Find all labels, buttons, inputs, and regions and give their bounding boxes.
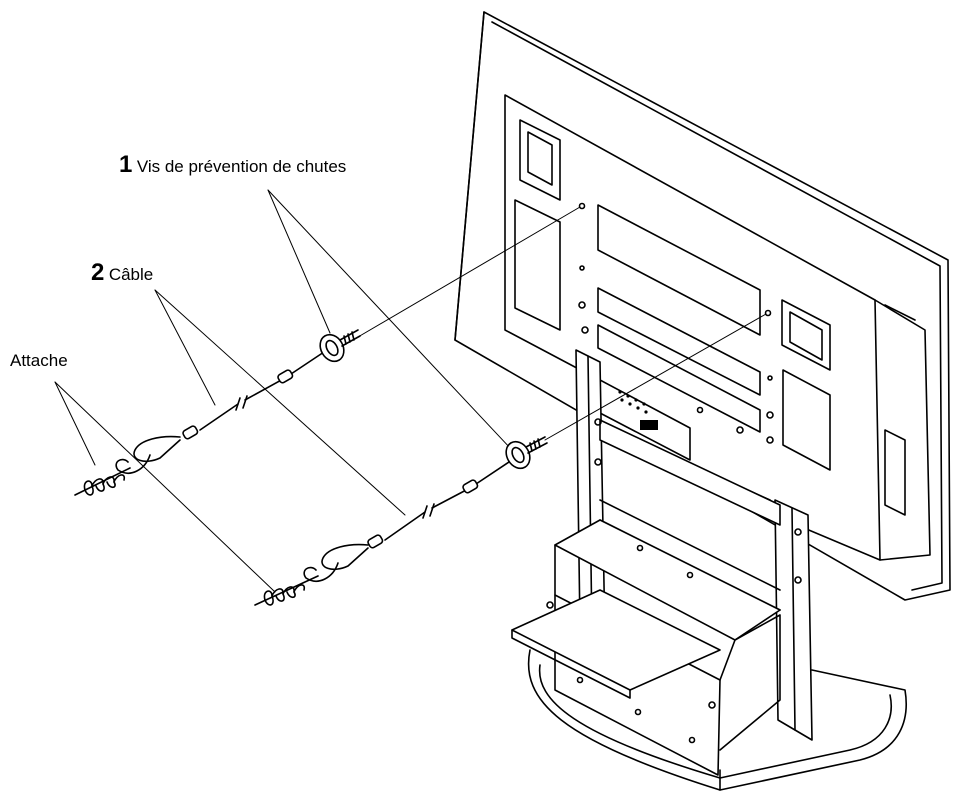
leader-clip-2 [54,381,276,593]
stand-shelf-box [554,519,781,641]
leader-cable-1 [154,289,216,406]
leader-screw-1 [267,189,331,334]
screw-hole-left [578,202,586,210]
label-cable: 2 Câble [91,259,153,287]
leader-lines [54,189,767,593]
label-cable-text: Câble [108,265,154,284]
label-screw: 1 Vis de prévention de chutes [119,151,346,179]
stand-base [527,649,907,791]
fall-prevention-screw-lower [505,440,531,470]
leader-cable-2 [154,289,406,516]
label-screw-number: 1 [119,151,133,178]
label-clip: Attache [10,351,68,370]
cable-assembly-upper [74,329,361,496]
guide-line-left [357,206,581,338]
left-handle [519,119,561,201]
label-screw-text: Vis de prévention de chutes [136,157,347,176]
leader-clip-1 [54,381,96,466]
guide-line-right [544,313,767,441]
tv-monitor [454,11,951,601]
right-handle [781,299,831,371]
stand-drawer-flap [511,589,721,691]
tv-stand [511,349,907,791]
label-cable-number: 2 [91,259,105,286]
fall-prevention-screw-upper [319,333,345,363]
leader-screw-2 [267,189,513,451]
screw-hole-right [764,309,772,317]
cable-assembly-lower [254,436,548,606]
